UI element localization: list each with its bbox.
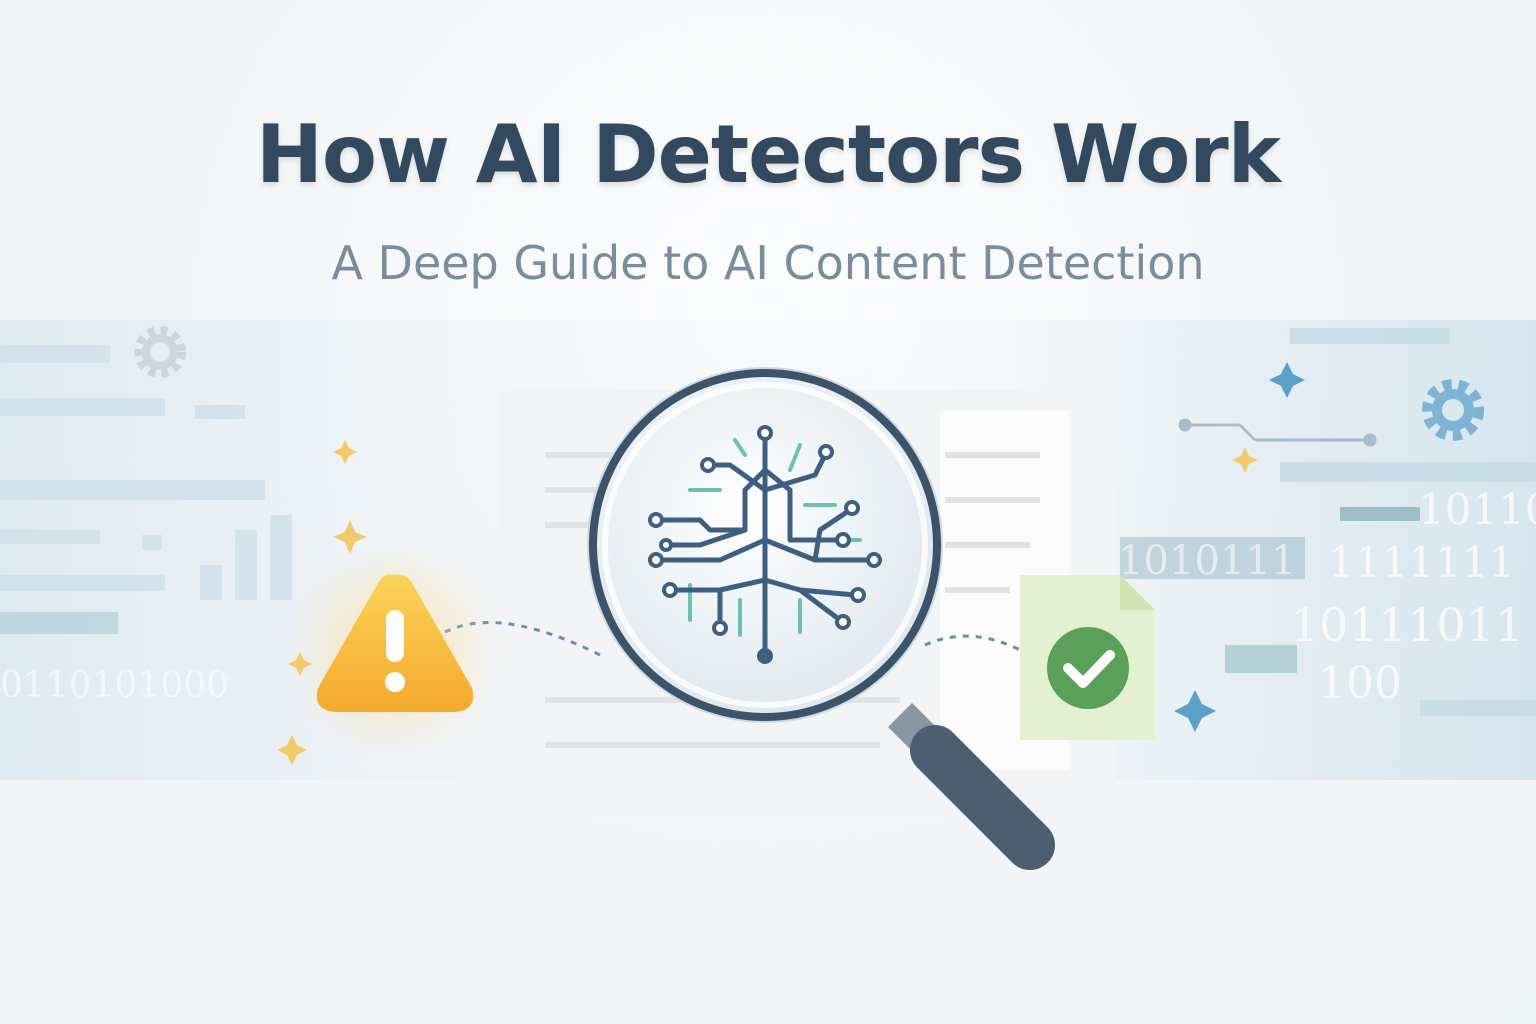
warning-icon [316,574,474,712]
circuit-lines-right [1178,418,1377,447]
binary-text: 0110101000 [0,665,230,706]
checkmark-document-icon [1020,575,1155,740]
data-bars-left [0,345,292,634]
binary-text: 10110 [1418,485,1536,534]
neural-tree-icon [648,425,882,664]
binary-text: 1010111 [1118,538,1297,584]
page-title: How AI Detectors Work [256,108,1281,201]
page-subtitle: A Deep Guide to AI Content Detection [331,236,1205,290]
data-bars-right [1120,328,1536,716]
gear-icon [1422,379,1484,441]
binary-text: 100 [1318,658,1402,709]
gear-icon [134,326,186,378]
sparkle-icon [1174,362,1305,732]
binary-text: 10111011 [1290,598,1525,652]
binary-text: 1111111 [1328,538,1516,587]
